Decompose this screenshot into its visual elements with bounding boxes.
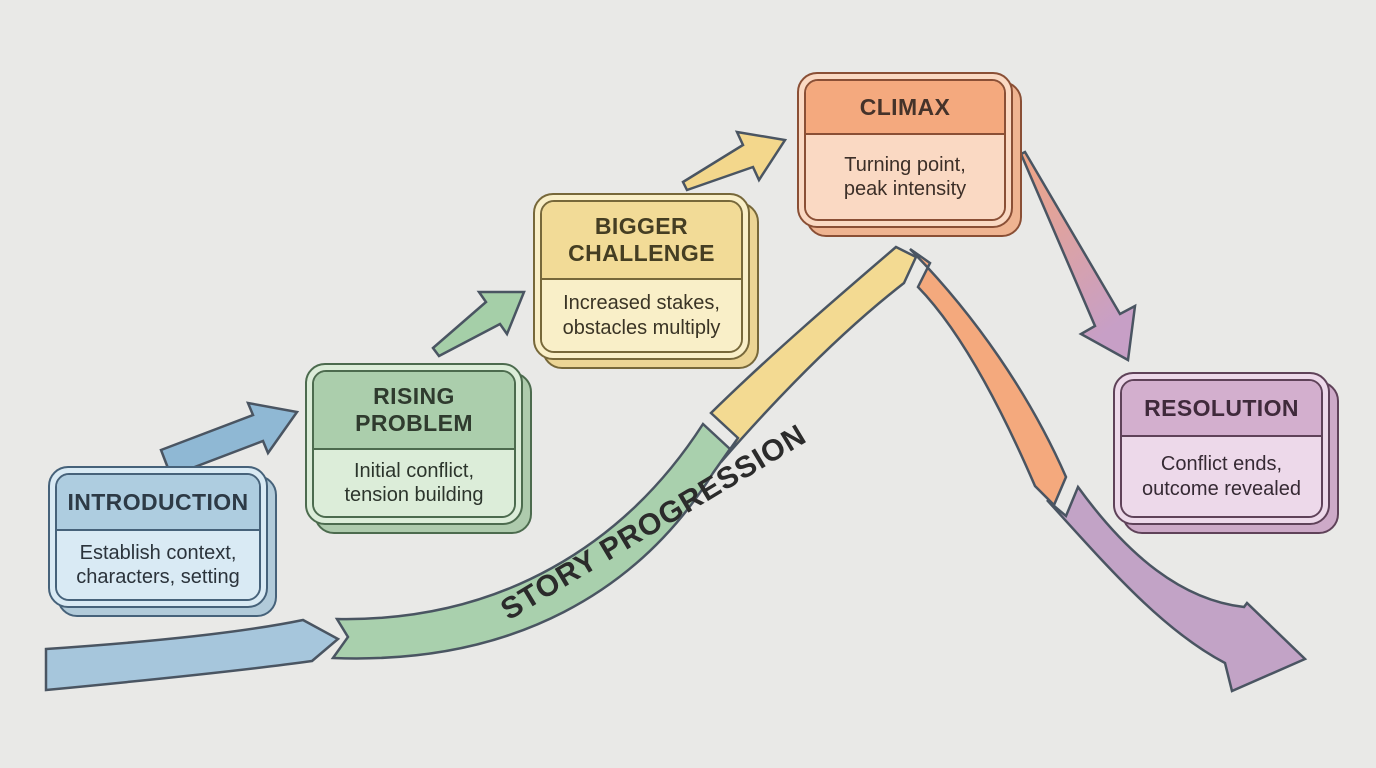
stage-card: BIGGER CHALLENGE Increased stakes, obsta… [533,193,750,360]
stage-title-line: CHALLENGE [568,240,715,266]
stage-title: RESOLUTION [1122,381,1321,437]
stage-description: Conflict ends, outcome revealed [1122,437,1321,516]
progression-segment-resolution [1046,484,1308,693]
stage-rising-problem: RISING PROBLEM Initial conflict, tension… [305,363,532,534]
stage-description-line: Establish context, [79,541,237,564]
stage-introduction: INTRODUCTION Establish context, characte… [48,466,277,617]
stage-bigger-challenge: BIGGER CHALLENGE Increased stakes, obsta… [533,193,759,369]
stage-title-line: INTRODUCTION [67,488,249,515]
connector-arrow-climax-to-resolution [1019,150,1137,362]
stage-title: RISING PROBLEM [314,372,514,450]
stage-description: Establish context, characters, setting [57,531,259,599]
stage-description-line: Conflict ends, [1160,453,1283,476]
stage-card: INTRODUCTION Establish context, characte… [48,466,268,608]
stage-title: BIGGER CHALLENGE [542,202,741,280]
stage-card: RESOLUTION Conflict ends, outcome reveal… [1113,372,1330,525]
stage-card: CLIMAX Turning point, peak intensity [797,72,1013,228]
stage-description-line: obstacles multiply [562,316,721,339]
stage-climax: CLIMAX Turning point, peak intensity [797,72,1022,237]
stage-resolution: RESOLUTION Conflict ends, outcome reveal… [1113,372,1339,534]
stage-description-line: outcome revealed [1142,477,1301,500]
stage-title: CLIMAX [806,81,1004,135]
stage-title-line: BIGGER [594,213,689,240]
progression-segment-introduction [44,618,341,692]
progression-segment-climax [909,247,1068,508]
stage-description-line: Turning point, [844,153,966,176]
stage-title: INTRODUCTION [57,475,259,531]
progression-segment-rising-problem [330,422,732,660]
stage-description: Initial conflict, tension building [314,450,514,516]
stage-description: Turning point, peak intensity [806,135,1004,219]
stage-description-line: characters, setting [76,566,240,588]
connector-arrow-rising-to-bigger [431,290,526,358]
stage-description-line: tension building [344,484,484,506]
progression-segment-bigger-challenge [709,245,918,463]
stage-description: Increased stakes, obstacles multiply [542,280,741,351]
stage-description-line: Increased stakes, [563,292,720,315]
stage-description-line: Initial conflict, [353,459,475,482]
stage-card: RISING PROBLEM Initial conflict, tension… [305,363,523,525]
stage-title-line: PROBLEM [355,410,473,436]
stage-description-line: peak intensity [843,178,967,200]
stage-title-line: CLIMAX [859,93,951,120]
connector-arrow-bigger-to-climax [681,130,788,192]
stage-title-line: RISING [373,383,455,410]
stage-title-line: RESOLUTION [1144,394,1299,421]
